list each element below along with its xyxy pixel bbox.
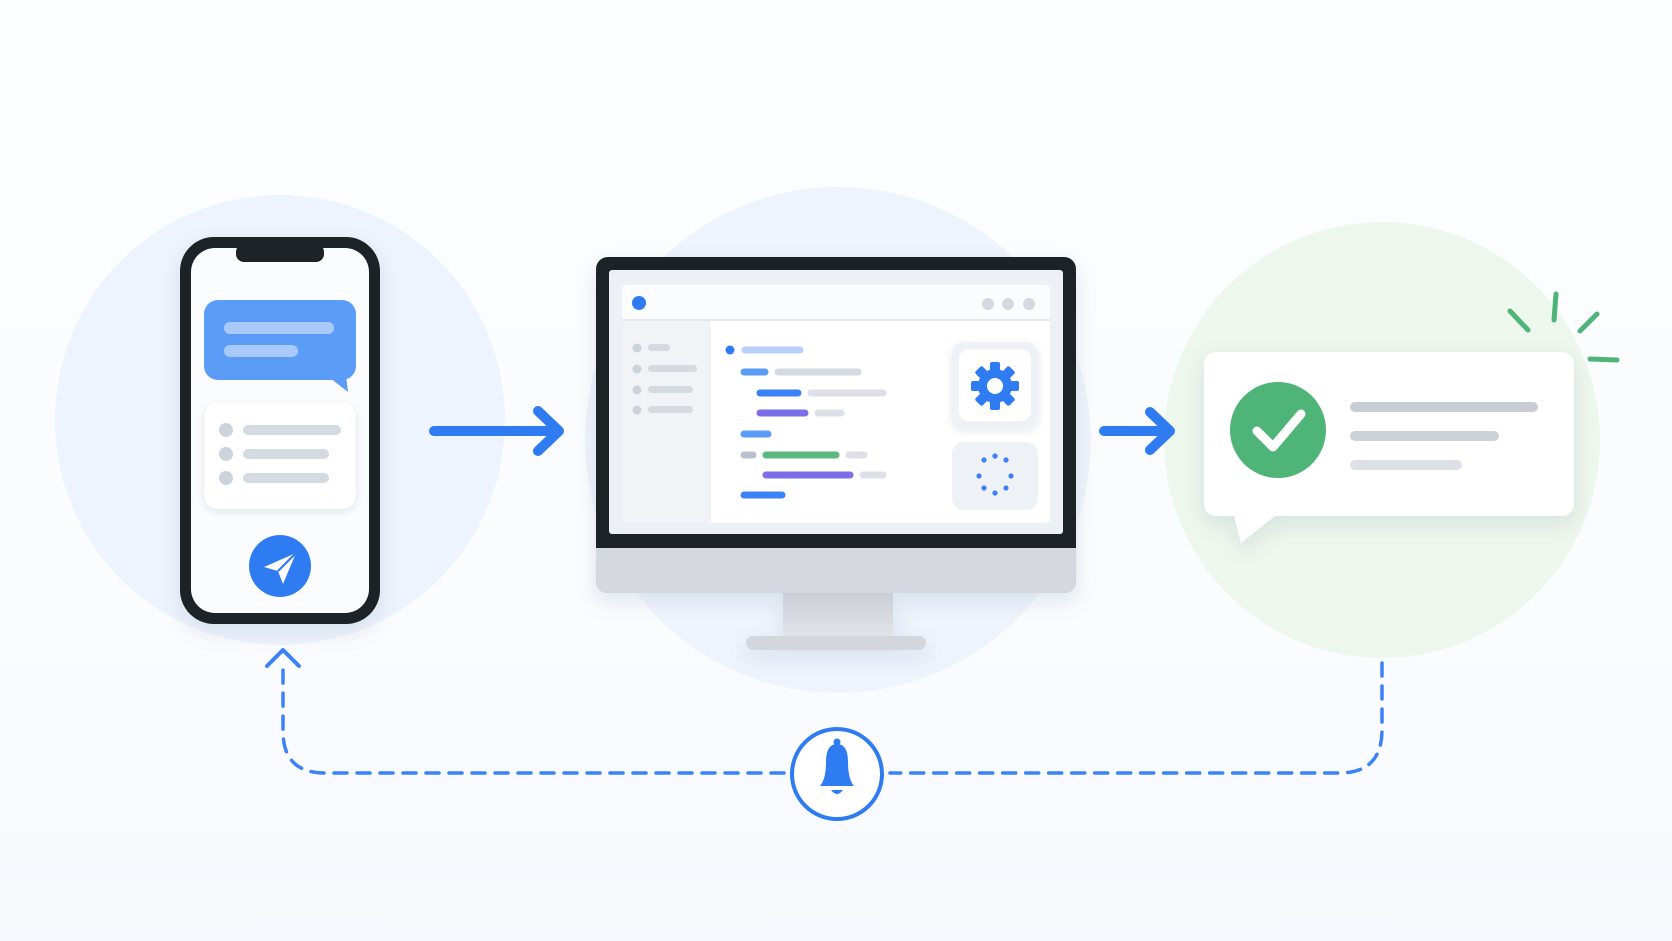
dashed-feedback-loop <box>281 661 1384 775</box>
window-control-dot[interactable] <box>982 298 994 310</box>
arrow-monitor-to-notification <box>1099 407 1175 455</box>
feedback-arrowhead <box>265 648 301 668</box>
phone-list-rows <box>219 423 341 485</box>
processing-tile <box>952 442 1038 510</box>
phone-message-bubble <box>204 300 356 392</box>
window-control-dot[interactable] <box>1002 298 1014 310</box>
code-lines <box>725 345 887 499</box>
app-sidebar-items <box>632 343 697 415</box>
sparkle-lines <box>1507 291 1620 363</box>
checkmark-icon <box>1252 409 1306 452</box>
monitor-stand-neck <box>783 590 893 640</box>
monitor-stand-base <box>746 636 926 650</box>
window-control-dot[interactable] <box>1023 298 1035 310</box>
success-badge <box>1230 382 1326 478</box>
app-sidebar <box>622 321 711 523</box>
app-logo-dot <box>632 296 646 310</box>
notification-text-lines <box>1350 402 1538 470</box>
loading-spinner-icon <box>976 453 1014 496</box>
arrow-phone-to-monitor <box>429 406 564 456</box>
bell-icon <box>820 738 854 794</box>
send-button[interactable] <box>249 535 311 597</box>
gear-icon <box>971 362 1019 410</box>
app-titlebar <box>622 285 1050 320</box>
app-window <box>622 285 1050 523</box>
phone-notch <box>236 244 324 262</box>
notification-bell-button[interactable] <box>790 727 884 821</box>
send-icon <box>264 552 297 584</box>
